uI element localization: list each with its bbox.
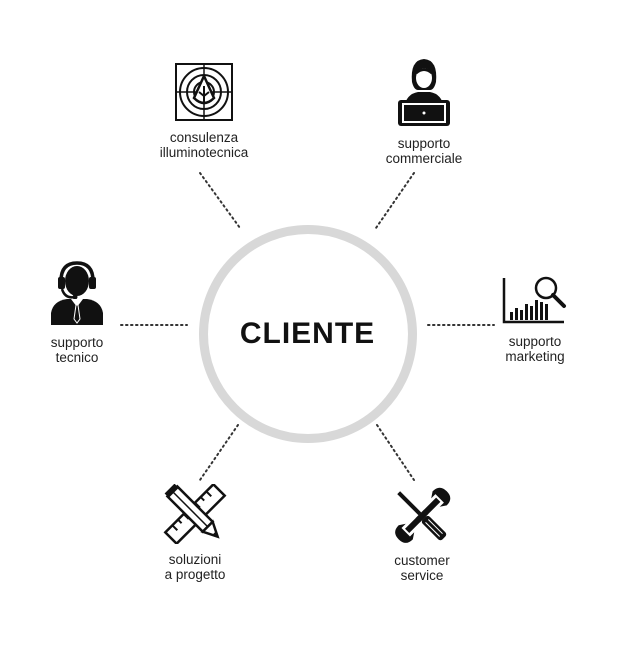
connector-customer <box>376 424 415 481</box>
pencil-ruler-icon <box>163 484 227 544</box>
headset-operator-icon <box>51 261 103 325</box>
lighting-target-icon <box>175 63 233 121</box>
cliente-ring <box>199 225 417 443</box>
wrench-screwdriver-icon <box>395 487 451 543</box>
center-label: CLIENTE <box>239 317 376 350</box>
woman-laptop-icon <box>398 59 450 126</box>
connector-commerciale <box>375 172 415 229</box>
chart-magnifier-icon <box>502 276 566 324</box>
connector-soluzioni <box>199 424 239 481</box>
connector-consulenza <box>199 172 241 229</box>
